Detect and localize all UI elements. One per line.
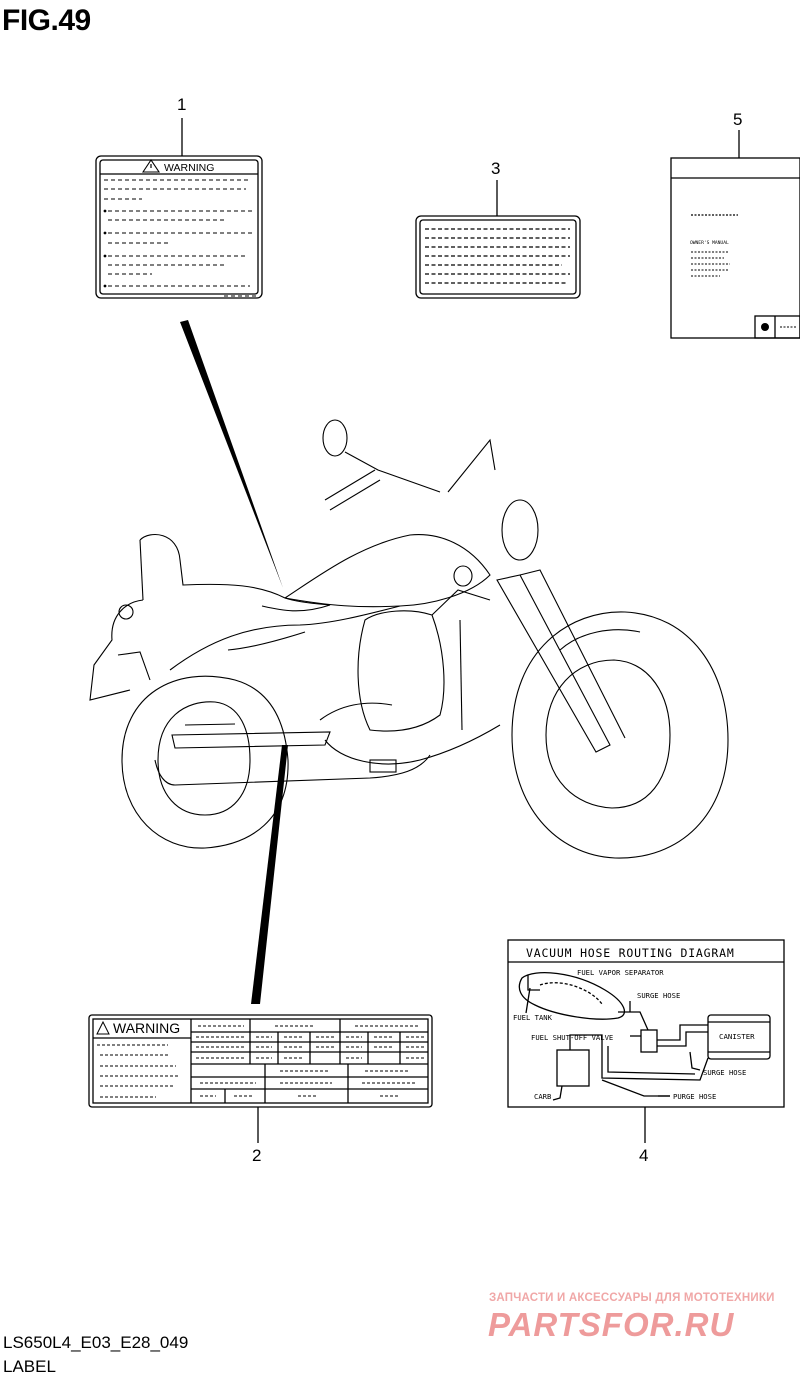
figure-title: FIG.49 (2, 4, 91, 37)
label-2-heading: WARNING (113, 1020, 180, 1036)
canister-shape (707, 1014, 771, 1060)
callout-2: 2 (252, 1146, 262, 1165)
callout-1: 1 (177, 95, 187, 114)
callout-3: 3 (491, 159, 501, 178)
brand-logo-icon (761, 323, 769, 331)
pointer-label-1 (180, 320, 283, 588)
callout-5: 5 (733, 110, 743, 129)
vacuum-label-surge-hose-top: SURGE HOSE (637, 991, 680, 1000)
vacuum-diagram-title: VACUUM HOSE ROUTING DIAGRAM (526, 946, 735, 960)
label-1-warning (95, 155, 263, 299)
fuel-tank-shape (518, 972, 626, 1020)
motorcycle-outline (89, 419, 729, 859)
warning-triangle-icon (141, 159, 161, 173)
callout-4: 4 (639, 1146, 649, 1165)
label-5-owners-manual (670, 157, 800, 339)
vacuum-label-fuel-vapor-separator: FUEL VAPOR SEPARATOR (577, 968, 664, 977)
watermark-tagline: ЗАПЧАСТИ И АКСЕССУАРЫ ДЛЯ МОТОТЕХНИКИ (489, 1292, 775, 1304)
label-1-heading: WARNING (164, 162, 214, 174)
fuel-shutoff-valve-shape (640, 1029, 658, 1053)
figure-name: LABEL (3, 1357, 56, 1376)
vacuum-label-surge-hose-bottom: SURGE HOSE (703, 1068, 746, 1077)
vacuum-label-carb: CARB (534, 1092, 551, 1101)
vacuum-label-fuel-tank: FUEL TANK (513, 1013, 553, 1022)
label-3 (415, 215, 581, 299)
vacuum-label-purge-hose: PURGE HOSE (673, 1092, 716, 1101)
pointer-label-2 (251, 745, 288, 1004)
watermark-brand: PARTSFOR.RU (488, 1306, 735, 1343)
vacuum-label-fuel-shutoff-valve: FUEL SHUT-OFF VALVE (531, 1033, 613, 1042)
label-5-text: OWNER'S MANUAL (690, 240, 729, 246)
vacuum-label-canister: CANISTER (719, 1032, 755, 1041)
vacuum-hose-routing-diagram (507, 939, 785, 1108)
warning-triangle-icon (96, 1020, 110, 1035)
figure-code: LS650L4_E03_E28_049 (3, 1333, 189, 1352)
label-2-warning (88, 1014, 433, 1108)
carb-shape (556, 1049, 590, 1087)
